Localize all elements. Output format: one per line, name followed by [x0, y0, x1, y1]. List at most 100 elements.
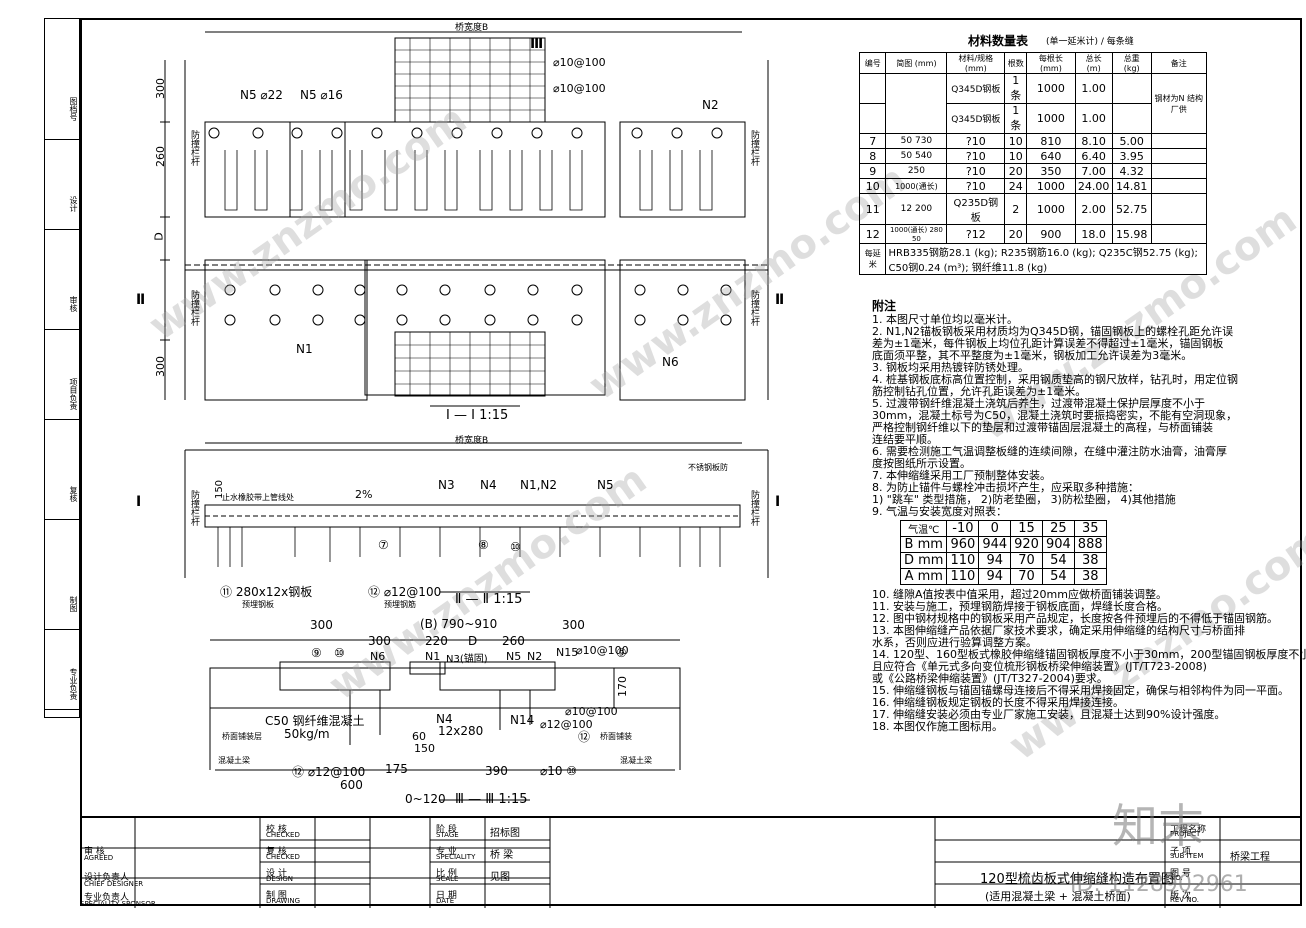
cell: -10: [946, 520, 980, 537]
cell: 15.98: [1111, 224, 1152, 244]
dim-left: 300: [154, 356, 167, 377]
cell: 24: [1004, 178, 1028, 194]
cell: 1000(通长) 280 50: [885, 224, 948, 244]
note-item: 严格控制钢纤维以下的垫层和过渡带锚固层混凝土的高程，与桥面铺装: [872, 421, 1213, 434]
deck-left: 桥面铺装层: [222, 732, 262, 741]
sec3-circle-label: ⌀10 ⑩: [540, 764, 578, 778]
sec3-dim: 300: [368, 634, 391, 648]
c50-label: C50 钢纤维混凝土: [265, 714, 365, 728]
cell: 38: [1073, 568, 1107, 585]
table-subtitle: (单一延米计) / 每条缝: [1046, 37, 1134, 47]
guard-text: 防撞栏杆: [189, 290, 199, 326]
cell: 24.00: [1074, 178, 1113, 194]
header-cell: 总重 (kg): [1111, 52, 1152, 74]
header-cell: 备注: [1150, 52, 1208, 74]
table-row: D mm 110 94 70 54 38: [899, 552, 1107, 569]
sec3-dim: 300: [562, 618, 585, 632]
table-title: 材料数量表: [968, 34, 1029, 48]
note-item: 底面须平整，其不平整度为±1毫米，钢板加工允许误差为3毫米。: [872, 349, 1193, 362]
total-line: C50钢0.24 (m³); 钢纤维11.8 (kg): [888, 263, 1048, 274]
cell: 1000(通长): [885, 178, 948, 194]
tb-label: 审 核: [84, 847, 105, 857]
table-row: 7 50 730 ?10 10 810 8.10 5.00: [858, 133, 1208, 149]
cell: 94: [978, 568, 1012, 585]
beam-left: 混凝土梁: [218, 756, 250, 765]
note-item: 17. 伸缩缝安装必须由专业厂家施工安装，且混凝土达到90%设计强度。: [872, 708, 1226, 721]
note-item: 水系，否则应进行验算调整方案。: [872, 636, 1037, 649]
material-table: 编号 简图 (mm) 材料/规格 (mm) 根数 每根长 (mm) 总长 (m)…: [858, 52, 1208, 275]
cell: 6.40: [1074, 148, 1113, 164]
cell: Q235D钢板: [946, 193, 1006, 225]
sec3-label: N2: [527, 650, 543, 663]
tb-label-en: SPECIALITY: [436, 853, 476, 861]
plate-sub: 预埋钢板: [242, 600, 274, 609]
note-item: 11. 安装与施工，预埋钢筋焊接于钢板底面，焊缝长度合格。: [872, 600, 1168, 613]
guard-text: 防撞栏杆: [189, 490, 199, 526]
cell: B mm: [899, 536, 948, 553]
tb-label-en: DESIGN: [266, 875, 293, 883]
note-item: 筋控制钻孔位置，允许孔距误差为±1毫米。: [872, 385, 1087, 398]
cell: [1150, 178, 1208, 194]
note-item: 3. 钢板均采用热镀锌防锈处理。: [872, 361, 1029, 374]
cell: 1000: [1026, 193, 1076, 225]
drawing-title: 120型梳齿板式伸缩缝构造布置图: [980, 872, 1174, 887]
sec2-label: N3: [438, 478, 455, 492]
tb-label: 专业负责人: [84, 893, 130, 903]
cell: 10: [1004, 133, 1028, 149]
cell: 4.32: [1111, 163, 1152, 179]
cell: Q345D钢板: [946, 103, 1006, 134]
cell: ?10: [946, 133, 1006, 149]
brand-watermark: 知末: [1112, 799, 1204, 853]
cell: [858, 73, 887, 104]
cell: A mm: [899, 568, 948, 585]
rebar-label: ⌀10@100: [553, 56, 606, 69]
rebar-label: ⌀12@100: [540, 718, 593, 731]
cell: 350: [1026, 163, 1076, 179]
sec3-circle-label: ⑫: [578, 730, 591, 744]
header-cell: 每根长 (mm): [1026, 52, 1076, 74]
cell: 7.00: [1074, 163, 1113, 179]
cell: 50 730: [885, 133, 948, 149]
header-cell: 材料/规格 (mm): [946, 52, 1006, 74]
plan-top-dim: 桥宽度B: [455, 23, 489, 33]
n-label: N2: [702, 98, 719, 112]
beam-right: 混凝土梁: [620, 756, 652, 765]
tb-value: 见图: [490, 872, 510, 883]
cell: 1条: [1004, 73, 1028, 104]
cell: 2.00: [1074, 193, 1113, 225]
tb-label-en: CHIEF DESIGNER: [84, 880, 144, 888]
sec3-label: ⑨: [311, 646, 322, 660]
tb-label-en: SPECIALITY SPONSOR: [80, 900, 156, 908]
cell-sketch: [885, 73, 948, 134]
dim-170: 170: [616, 676, 629, 697]
tb-label-en: STAGE: [436, 831, 459, 839]
slope: 2%: [355, 488, 373, 501]
sec3-circle-label: ⌀10@100: [565, 705, 618, 718]
note-item: 10. 缝隙A值按表中值采用，超过20mm应做桥面铺装调整。: [872, 588, 1167, 601]
tb-label: 专 业: [436, 847, 457, 857]
sec3-label: N15: [556, 646, 579, 659]
cell: 54: [1041, 568, 1075, 585]
sec2-label: ⑦: [378, 538, 389, 552]
section-mark: Ⅱ: [136, 292, 146, 308]
sec3-dim-bottom: 390: [485, 764, 508, 778]
cell: 15: [1010, 520, 1043, 537]
cell: 1000: [1026, 178, 1076, 194]
note-item: 7. 本伸缩缝采用工厂预制整体安装。: [872, 469, 1051, 482]
tb-value: 桥 梁: [490, 850, 514, 861]
tb-value: 桥梁工程: [1230, 852, 1270, 863]
tb-label-en: SUB ITEM: [1170, 852, 1204, 860]
note-item: 连结要平顺。: [872, 433, 938, 446]
tb-label-en: DRAWING: [266, 897, 301, 905]
weight-label: 50kg/m: [284, 727, 330, 741]
cell: D mm: [899, 552, 948, 569]
n-label: N5 ⌀22: [240, 88, 283, 102]
tb-label: 工程名称: [1170, 825, 1207, 835]
table-row: 11 12 200 Q235D钢板 2 1000 2.00 52.75: [858, 193, 1208, 225]
cell: [1150, 193, 1208, 225]
rebar-label: ⌀10@100: [553, 82, 606, 95]
cell: 110: [946, 568, 980, 585]
cell: 70: [1010, 552, 1043, 569]
sec3-dim-bottom: 150: [414, 742, 435, 755]
